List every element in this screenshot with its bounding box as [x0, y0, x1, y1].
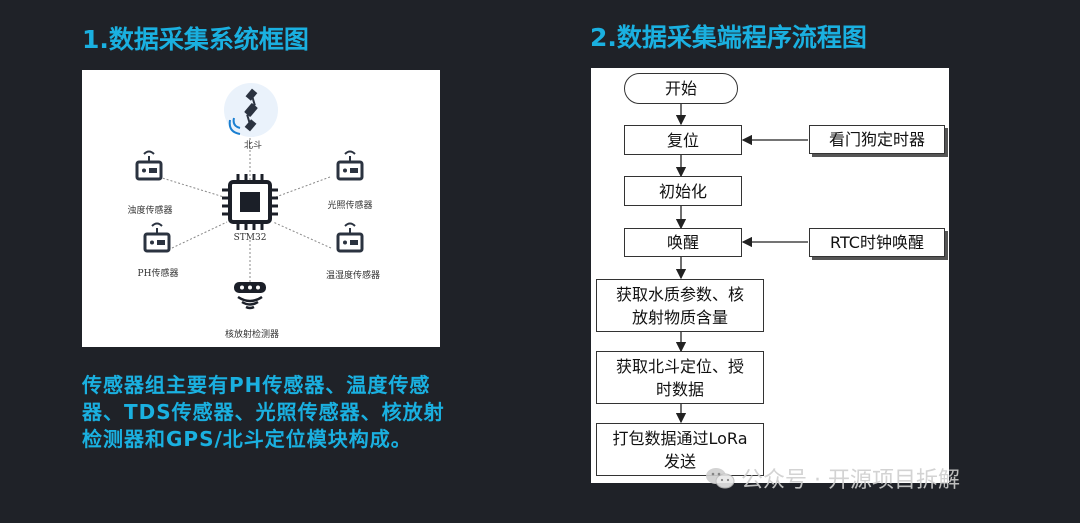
flow-wake: 唤醒: [624, 228, 742, 257]
label-light: 光照传感器: [327, 201, 373, 211]
label-ph: PH传感器: [137, 269, 179, 279]
label-stm32: STM32: [233, 233, 267, 243]
radiation-detector-icon: [234, 282, 266, 310]
sensor-icon-light: [336, 150, 364, 181]
diagram-canvas: [135, 83, 364, 310]
wechat-icon: [706, 468, 735, 489]
watermark: 公众号 · 开源项目拆解: [705, 462, 960, 494]
system-block-diagram: 北斗 STM32 浊度传感器 光照传感器 PH传感器 温湿度传感器 核放射检测器: [82, 70, 440, 347]
flow-reset: 复位: [624, 125, 742, 155]
label-temp-humidity: 温湿度传感器: [325, 271, 381, 281]
label-turbidity: 浊度传感器: [127, 206, 173, 216]
flow-rtc: RTC时钟唤醒: [809, 228, 945, 257]
flow-acquire-beidou: 获取北斗定位、授时数据: [596, 351, 764, 404]
label-radiation: 核放射检测器: [224, 330, 280, 340]
left-heading: 1.数据采集系统框图: [82, 25, 309, 54]
flow-acquire-water: 获取水质参数、核放射物质含量: [596, 279, 764, 332]
right-heading: 2.数据采集端程序流程图: [590, 23, 867, 52]
sensor-icon-ph: [143, 222, 171, 253]
flow-watchdog: 看门狗定时器: [809, 125, 945, 154]
flow-pack-send: 打包数据通过LoRa发送: [596, 423, 764, 476]
chip-icon: [222, 174, 278, 230]
sensor-icon-temp-humidity: [336, 222, 364, 253]
satellite-icon: [224, 83, 278, 137]
line-ph: [171, 221, 228, 249]
watermark-text: 公众号 · 开源项目拆解: [741, 468, 960, 493]
program-flowchart: 开始 复位 看门狗定时器 初始化 唤醒 RTC时钟唤醒 获取水质参数、核放射物质…: [591, 68, 949, 483]
flow-init: 初始化: [624, 176, 742, 206]
line-temp: [272, 221, 332, 249]
line-turbidity: [158, 176, 228, 199]
line-light: [272, 176, 331, 199]
label-beidou: 北斗: [243, 141, 263, 151]
connection-lines: [158, 138, 332, 285]
system-description: 传感器组主要有PH传感器、温度传感器、TDS传感器、光照传感器、核放射检测器和G…: [82, 373, 445, 451]
sensor-icon-turbidity: [135, 150, 163, 181]
flow-start: 开始: [624, 73, 738, 104]
flowchart-arrows: [675, 104, 808, 424]
